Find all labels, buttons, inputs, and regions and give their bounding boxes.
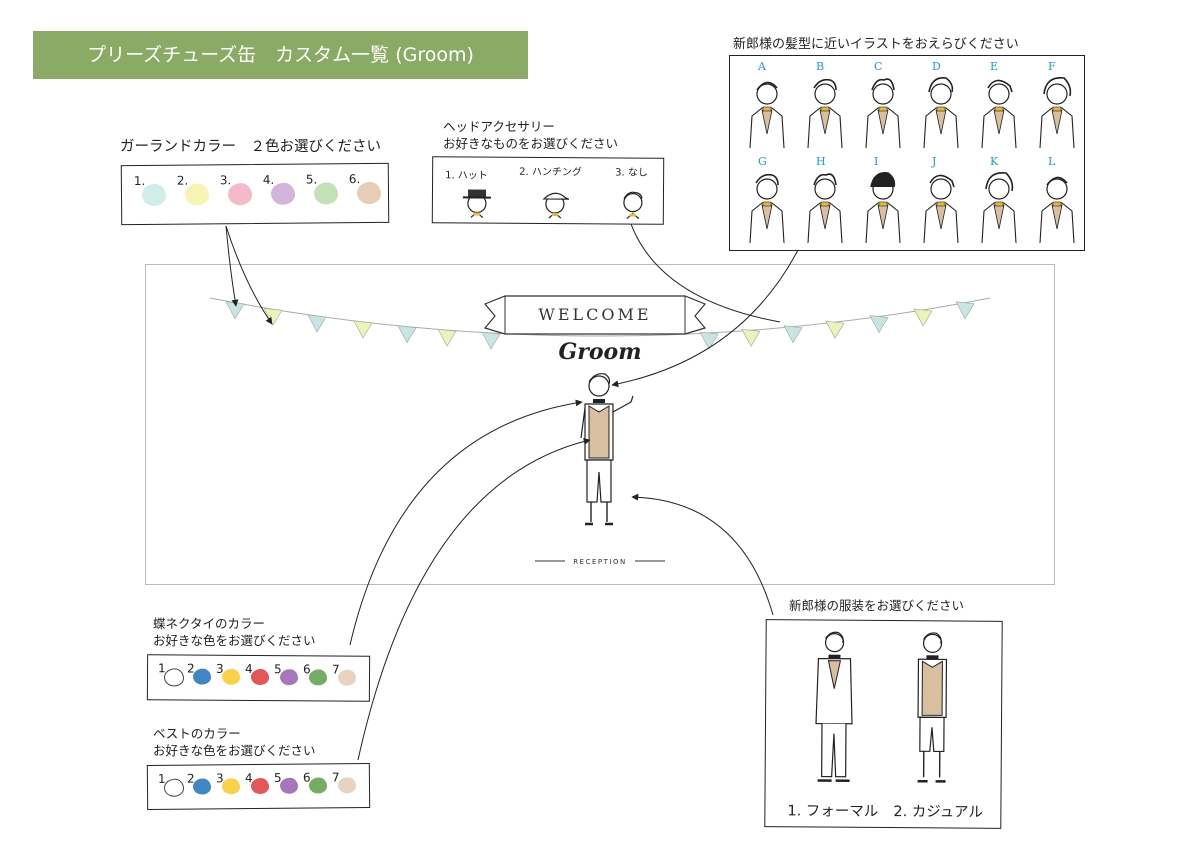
garland-flag [741, 328, 761, 347]
page-title: プリーズチューズ缶 カスタム一覧 (Groom) [33, 31, 528, 79]
reception-text: RECEPTION [573, 558, 626, 566]
garland-flag [825, 320, 845, 339]
vest-option-2-swatch[interactable] [192, 778, 212, 795]
banner-text: WELCOME [538, 305, 651, 324]
casual-outfit-icon[interactable] [902, 629, 963, 789]
hairstyle-option-h-icon[interactable] [800, 169, 850, 244]
preview-illustration: WELCOME Groom RECEPTION [209, 295, 991, 566]
outfit-option-formal-label: 1. フォーマル [787, 803, 879, 820]
hairstyle-option-e-icon[interactable] [974, 74, 1024, 149]
preview-frame [145, 264, 1055, 585]
garland-flag [869, 315, 889, 334]
hat-face-icon[interactable] [457, 179, 497, 219]
welcome-banner: WELCOME [483, 295, 707, 335]
hairstyle-letter-f: F [1048, 60, 1056, 73]
hairstyle-option-i-icon[interactable] [858, 169, 908, 244]
hairstyle-letter-j: J [932, 155, 937, 168]
vest-option-4-swatch[interactable] [250, 777, 270, 795]
vest-label-line1: ベストのカラー [153, 726, 241, 741]
garland-flag [397, 325, 417, 344]
hairstyle-letter-c: C [874, 60, 883, 73]
garland-flag [481, 331, 501, 350]
hairstyle-option-g-icon[interactable] [742, 169, 792, 244]
vest-option-1-swatch[interactable] [163, 778, 185, 797]
no-accessory-face-icon[interactable] [613, 180, 653, 220]
bowtie-label-line2: お好きな色をお選びください [153, 633, 316, 648]
hairstyle-option-a-icon[interactable] [742, 74, 792, 149]
bowtie-option-7-swatch[interactable] [337, 669, 357, 686]
hairstyle-letter-b: B [816, 60, 825, 73]
head-accessory-box: 1. ハット 2. ハンチング 3. なし [431, 156, 665, 225]
bowtie-option-3-swatch[interactable] [221, 668, 241, 685]
hairstyle-letter-i: I [874, 155, 879, 168]
bowtie-option-6-swatch[interactable] [308, 669, 328, 686]
hairstyle-letter-g: G [758, 155, 767, 168]
bowtie-option-4-swatch[interactable] [250, 668, 270, 686]
hairstyle-label: 新郎様の髪型に近いイラストをおえらびください [733, 37, 1019, 52]
vest-options-box: 1.2.3.4.5.6.7. [146, 763, 371, 810]
hairstyle-letter-k: K [990, 155, 999, 168]
bowtie-option-2-swatch[interactable] [192, 668, 212, 685]
outfit-label: 新郎様の服装をお選びください [789, 598, 965, 613]
garland-flag [307, 314, 327, 333]
garland-flag [955, 301, 975, 320]
bowtie-option-5-swatch[interactable] [279, 669, 299, 686]
head-accessory-label-line2: お好きなものをお選びください [443, 136, 619, 151]
hunting-cap-face-icon[interactable] [535, 180, 575, 220]
vest-option-3-swatch[interactable] [221, 778, 241, 795]
bowtie-label-line1: 蝶ネクタイのカラー [153, 616, 266, 631]
hairstyle-letter-l: L [1048, 155, 1056, 168]
hairstyle-option-f-icon[interactable] [1032, 74, 1082, 149]
hairstyle-option-d-icon[interactable] [916, 74, 966, 149]
hairstyle-letter-h: H [816, 155, 826, 168]
vest-label-line2: お好きな色をお選びください [153, 743, 316, 758]
outfit-options-box: 1. フォーマル 2. カジュアル [764, 619, 1003, 829]
hairstyle-letter-a: A [758, 60, 766, 73]
head-accessory-label-line1: ヘッドアクセサリー [443, 119, 555, 134]
hairstyle-option-b-icon[interactable] [800, 74, 850, 149]
groom-script-text: Groom [558, 339, 641, 365]
garland-flag [353, 320, 373, 339]
outfit-option-casual-label: 2. カジュアル [893, 804, 983, 821]
hairstyle-letter-e: E [990, 60, 999, 73]
garland-label: ガーランドカラー ２色お選びください [120, 139, 381, 155]
vest-option-5-swatch[interactable] [279, 777, 299, 794]
garland-flag [699, 331, 719, 350]
garland-flag [437, 328, 457, 347]
hairstyle-letter-d: D [932, 60, 941, 73]
bowtie-option-1-swatch[interactable] [163, 668, 185, 687]
hairstyle-option-k-icon[interactable] [974, 169, 1024, 244]
hairstyle-option-l-icon[interactable] [1032, 169, 1082, 244]
garland-flag [783, 325, 803, 344]
bowtie-options-box: 1.2.3.4.5.6.7. [146, 654, 371, 702]
garland-flag [263, 307, 283, 326]
formal-outfit-icon[interactable] [804, 628, 865, 788]
hairstyle-option-c-icon[interactable] [858, 74, 908, 149]
garland-flags [225, 301, 975, 350]
vest-option-6-swatch[interactable] [308, 777, 328, 794]
garland-flag [913, 308, 933, 327]
hairstyle-option-j-icon[interactable] [916, 169, 966, 244]
vest-option-7-swatch[interactable] [337, 777, 357, 794]
hairstyle-options-box: A B C D E F G H I J K L [729, 55, 1085, 251]
